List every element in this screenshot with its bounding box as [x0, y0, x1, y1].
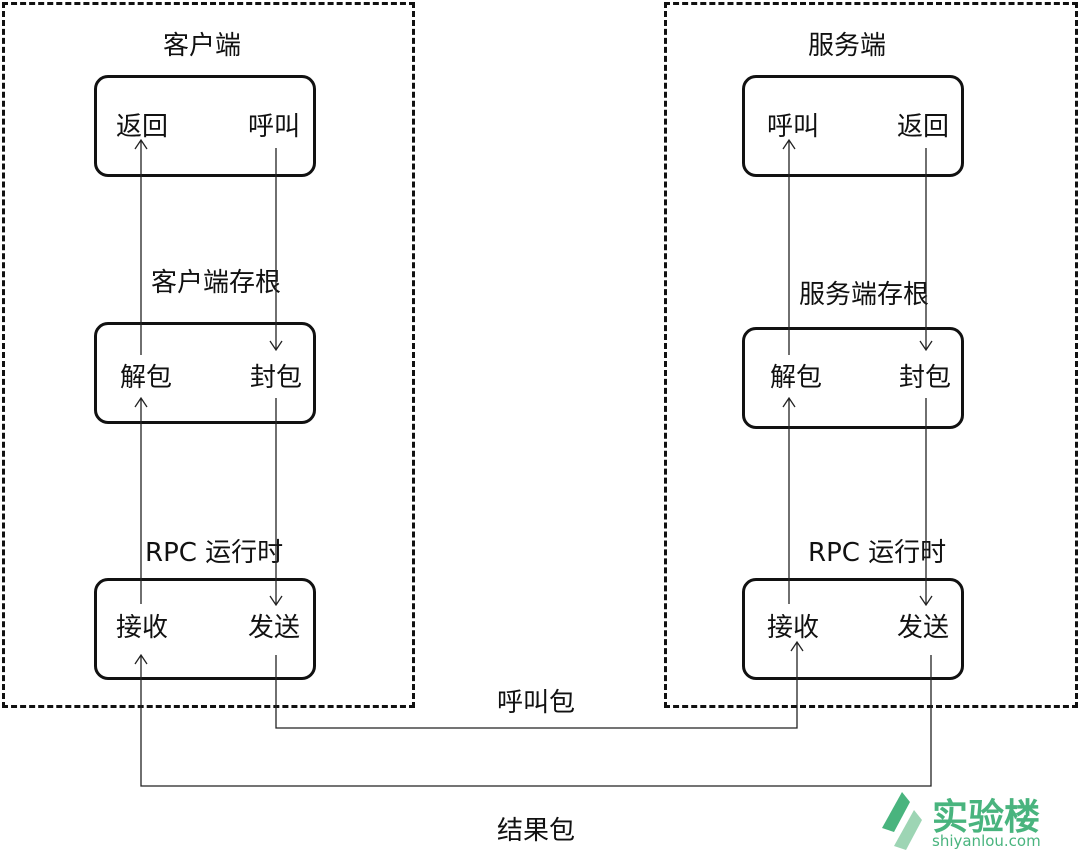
client-stub-box [94, 322, 316, 424]
server-title: 服务端 [808, 31, 887, 61]
server-stub-box [742, 327, 964, 429]
shiyanlou-logo-icon [882, 792, 922, 850]
client-runtime-box [94, 578, 316, 680]
arrow-server-receive-to-unpack [782, 396, 796, 604]
result-packet-label: 结果包 [497, 816, 576, 846]
arrow-client-unpack-to-return [134, 138, 148, 355]
arrow-server-pack-to-send [919, 398, 933, 607]
shiyanlou-watermark: 实验楼 shiyanlou.com [876, 788, 1066, 852]
arrow-client-call-to-pack [269, 148, 283, 352]
server-app-call: 呼叫 [767, 112, 820, 142]
arrow-client-pack-to-send [269, 398, 283, 607]
arrow-server-unpack-to-call [782, 138, 796, 355]
server-runtime-send: 发送 [897, 613, 950, 643]
server-group [664, 2, 1078, 708]
link-call-packet [275, 640, 804, 729]
server-app-box [742, 75, 964, 177]
client-app-call: 呼叫 [248, 112, 301, 142]
client-app-box [94, 75, 316, 177]
server-app-return: 返回 [897, 112, 950, 142]
server-stub-unpack: 解包 [770, 363, 823, 393]
server-runtime-box [742, 578, 964, 680]
client-runtime-receive: 接收 [116, 613, 169, 643]
client-stub-label: 客户端存根 [151, 268, 282, 298]
client-group [2, 2, 415, 708]
watermark-name: 实验楼 [932, 797, 1041, 838]
server-runtime-receive: 接收 [767, 613, 820, 643]
client-app-return: 返回 [116, 112, 169, 142]
client-stub-unpack: 解包 [120, 363, 173, 393]
client-runtime-label: RPC 运行时 [145, 538, 284, 568]
client-title: 客户端 [163, 31, 242, 61]
call-packet-label: 呼叫包 [497, 688, 576, 718]
link-result-packet [134, 653, 932, 787]
client-runtime-send: 发送 [248, 613, 301, 643]
server-runtime-label: RPC 运行时 [808, 538, 947, 568]
client-stub-pack: 封包 [250, 363, 303, 393]
arrow-client-receive-to-unpack [134, 396, 148, 604]
server-stub-label: 服务端存根 [799, 280, 930, 310]
watermark-url: shiyanlou.com [932, 832, 1041, 850]
server-stub-pack: 封包 [899, 363, 952, 393]
arrow-server-return-to-pack [919, 148, 933, 352]
